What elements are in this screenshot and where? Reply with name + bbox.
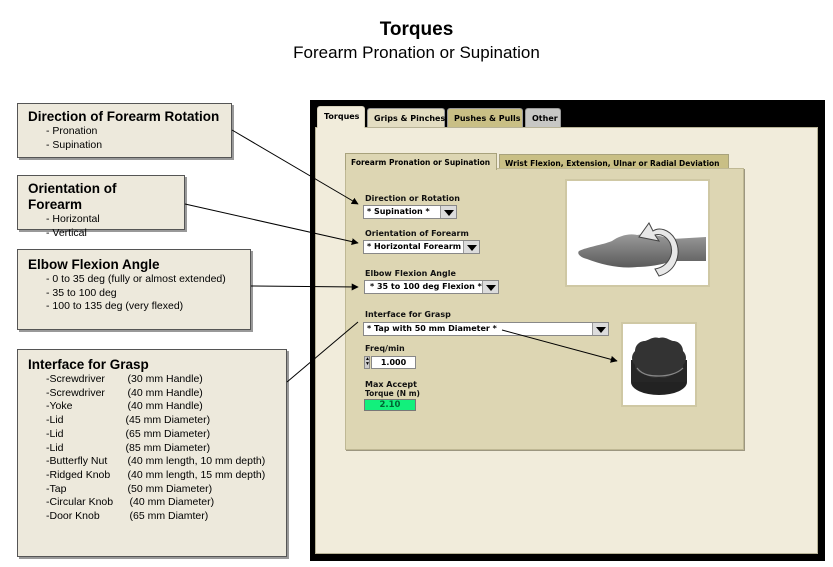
grasp-spec: (40 mm Handle)	[127, 386, 203, 399]
freq-numeric-control[interactable]: ▲▼ 1.000	[364, 356, 416, 369]
orientation-label: Orientation of Forearm	[365, 229, 469, 238]
callout-orientation-title: Orientation of Forearm	[28, 181, 117, 212]
callout-item: 35 to 100 deg	[46, 287, 240, 301]
grasp-spec: (85 mm Diameter)	[125, 441, 211, 454]
knob-illustration	[631, 337, 687, 395]
grasp-name: Screwdriver	[49, 373, 105, 385]
callout-item: Screwdriver (30 mm Handle)	[46, 373, 276, 387]
grasp-spec: (30 mm Handle)	[127, 373, 203, 385]
spinner-icon[interactable]: ▲▼	[364, 356, 370, 369]
callout-item: Screwdriver (40 mm Handle)	[46, 387, 276, 401]
forearm-supination-image	[565, 179, 710, 287]
max-accept-torque-indicator: 2.10	[364, 399, 416, 411]
subtab-forearm-pronation-supination[interactable]: Forearm Pronation or Supination	[345, 153, 497, 170]
elbow-label: Elbow Flexion Angle	[365, 269, 456, 278]
orientation-value: * Horizontal Forearm *	[367, 242, 469, 251]
callout-elbow-title: Elbow Flexion Angle	[28, 257, 160, 272]
callout-item: 100 to 135 deg (very flexed)	[46, 300, 240, 314]
grasp-value: * Tap with 50 mm Diameter *	[367, 324, 497, 333]
grasp-name: Screwdriver	[49, 386, 105, 399]
grasp-name: Lid	[49, 414, 64, 427]
callout-grasp-title: Interface for Grasp	[28, 357, 149, 372]
freq-label: Freq/min	[365, 344, 405, 353]
callout-item: Butterfly Nut (40 mm length, 10 mm depth)	[46, 455, 276, 469]
tab-torques[interactable]: Torques	[317, 106, 365, 128]
knob-lobed-top	[632, 337, 686, 378]
callout-item: 0 to 35 deg (fully or almost extended)	[46, 273, 240, 287]
dropdown-arrow-icon[interactable]	[592, 323, 608, 335]
freq-input[interactable]: 1.000	[371, 356, 416, 369]
grasp-spec: (65 mm Diamter)	[129, 510, 209, 523]
dropdown-arrow-icon[interactable]	[440, 206, 456, 218]
grasp-spec: (40 mm Diameter)	[129, 496, 215, 509]
grasp-label: Interface for Grasp	[365, 310, 451, 319]
grasp-spec: (65 mm Diameter)	[125, 427, 211, 440]
callout-direction: Direction of Forearm Rotation Pronation …	[17, 103, 232, 158]
connector-grasp	[286, 321, 359, 383]
callout-item: Lid (45 mm Diameter)	[46, 414, 276, 428]
grasp-name: Yoke	[49, 400, 73, 413]
result-label-line2: Torque (N m)	[365, 389, 420, 398]
grasp-name: Tap	[49, 482, 67, 495]
grasp-spec: (40 mm length, 15 mm depth)	[127, 468, 266, 481]
page-subtitle: Forearm Pronation or Supination	[293, 43, 540, 62]
connector-grasp-image	[501, 329, 618, 363]
callout-item: Door Knob (65 mm Diamter)	[46, 510, 276, 524]
forearm-rotation-illustration	[578, 222, 706, 277]
rotation-arrow-icon	[638, 222, 679, 277]
callout-item: Lid (65 mm Diameter)	[46, 428, 276, 442]
grasp-name: Door Knob	[49, 510, 100, 523]
callout-item: Vertical	[46, 227, 174, 241]
callout-item: Circular Knob (40 mm Diameter)	[46, 496, 276, 510]
grasp-spec: (45 mm Diameter)	[125, 414, 211, 427]
direction-label: Direction or Rotation	[365, 194, 460, 203]
grasp-spec: (40 mm Handle)	[127, 400, 203, 413]
grasp-name: Butterfly Nut	[49, 455, 108, 468]
tab-pushes-pulls[interactable]: Pushes & Pulls	[447, 108, 523, 128]
grasp-select[interactable]: * Tap with 50 mm Diameter *	[363, 322, 609, 336]
callout-item: Ridged Knob (40 mm length, 15 mm depth)	[46, 469, 276, 483]
grasp-spec: (50 mm Diameter)	[127, 482, 213, 495]
callout-elbow: Elbow Flexion Angle 0 to 35 deg (fully o…	[17, 249, 251, 330]
grasp-spec: (40 mm length, 10 mm depth)	[127, 455, 266, 468]
dropdown-arrow-icon[interactable]	[463, 241, 479, 253]
direction-select[interactable]: * Supination *	[363, 205, 457, 219]
callout-item: Horizontal	[46, 213, 174, 227]
callout-orientation: Orientation of Forearm Horizontal Vertic…	[17, 175, 185, 239]
grasp-name: Lid	[49, 441, 64, 454]
callout-item: Pronation	[46, 125, 221, 139]
direction-value: * Supination *	[367, 207, 430, 216]
tab-other[interactable]: Other	[525, 108, 561, 128]
grasp-name: Ridged Knob	[49, 468, 111, 481]
grasp-name: Lid	[49, 427, 64, 440]
page-title: Torques	[379, 19, 454, 40]
connector-direction	[231, 129, 359, 205]
grasp-name: Circular Knob	[49, 496, 114, 509]
connector-elbow	[250, 283, 359, 291]
orientation-select[interactable]: * Horizontal Forearm *	[363, 240, 480, 254]
callout-item: Tap (50 mm Diameter)	[46, 483, 276, 497]
callout-direction-title: Direction of Forearm Rotation	[28, 109, 220, 124]
callout-item: Yoke (40 mm Handle)	[46, 400, 276, 414]
callout-item: Lid (85 mm Diameter)	[46, 442, 276, 456]
dropdown-arrow-icon[interactable]	[482, 281, 498, 293]
subtab-wrist-flexion[interactable]: Wrist Flexion, Extension, Ulnar or Radia…	[499, 154, 729, 171]
elbow-select[interactable]: * 35 to 100 deg Flexion *	[364, 280, 499, 294]
connector-orientation	[184, 203, 359, 246]
tap-knob-image	[621, 322, 697, 407]
tab-grips-pinches[interactable]: Grips & Pinches	[367, 108, 445, 128]
result-label-line1: Max Accept	[365, 380, 417, 389]
callout-item: Supination	[46, 139, 221, 153]
callout-grasp: Interface for Grasp Screwdriver (30 mm Ha…	[17, 349, 287, 557]
elbow-value: * 35 to 100 deg Flexion *	[370, 282, 482, 291]
